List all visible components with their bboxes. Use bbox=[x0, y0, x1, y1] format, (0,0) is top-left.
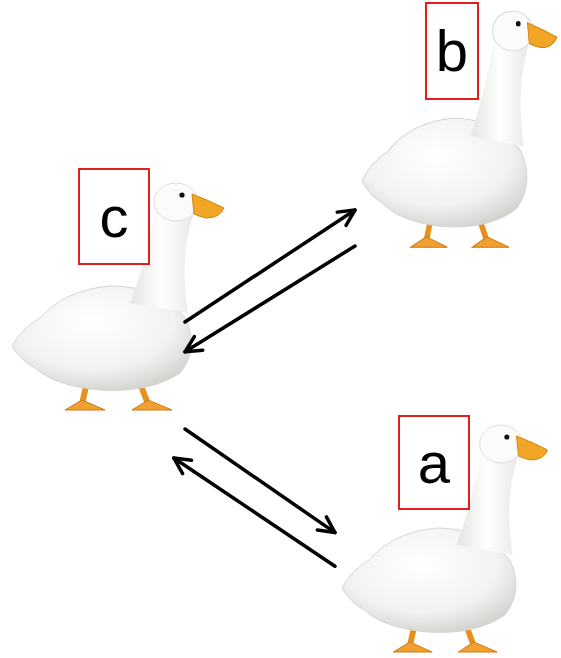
label-box: b bbox=[425, 2, 479, 100]
duck-a bbox=[342, 425, 548, 652]
node-letter: c bbox=[100, 188, 129, 246]
arrow-connector bbox=[185, 246, 355, 352]
duck-node: c bbox=[10, 168, 185, 458]
label-box: a bbox=[398, 415, 470, 510]
duck-c bbox=[12, 183, 224, 410]
arrow-connector bbox=[185, 210, 355, 322]
label-box: c bbox=[78, 168, 150, 265]
duck-node: a bbox=[335, 415, 550, 655]
duck-b bbox=[362, 11, 557, 247]
duck-node: b bbox=[355, 0, 555, 250]
node-letter: a bbox=[418, 434, 450, 492]
arrow-connector bbox=[174, 458, 335, 566]
node-letter: b bbox=[436, 22, 468, 80]
